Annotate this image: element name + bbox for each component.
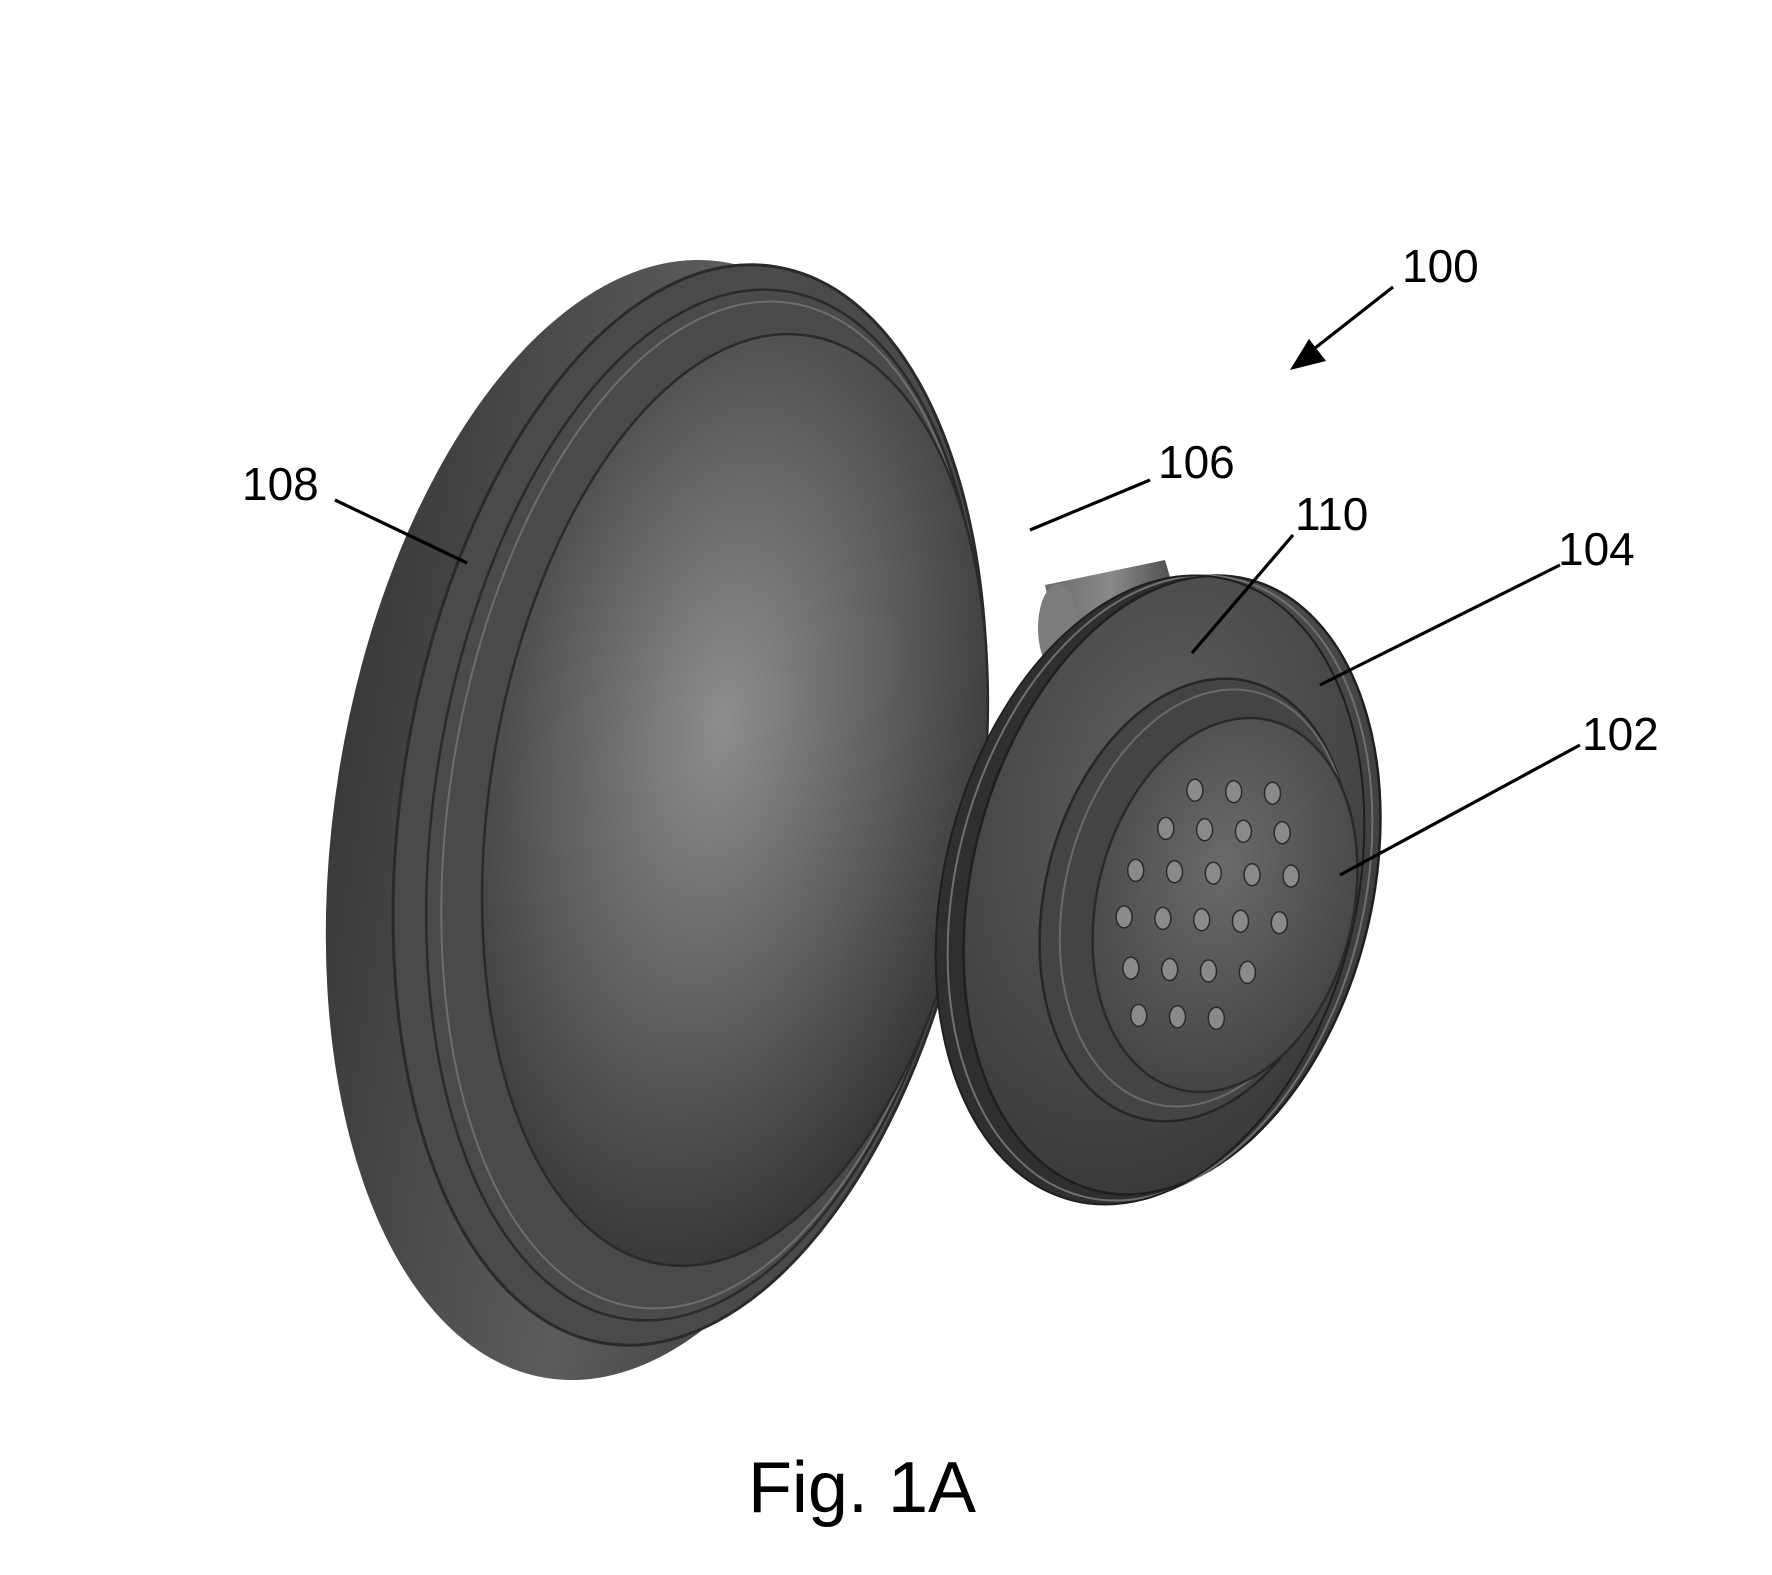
nozzle-hole xyxy=(1165,860,1184,884)
leader-108 xyxy=(334,498,468,565)
label-106: 106 xyxy=(1158,436,1235,488)
nozzle-array xyxy=(1115,778,1300,1031)
reference-labels: 100 106 108 110 104 102 xyxy=(242,240,1659,760)
nozzle-hole xyxy=(1273,820,1291,845)
nozzle-hole xyxy=(1282,864,1300,888)
leader-106 xyxy=(1029,478,1151,532)
leader-100 xyxy=(1309,285,1394,354)
nozzle-hole xyxy=(1263,781,1282,805)
nozzle-hole xyxy=(1199,959,1218,983)
nozzle-hole xyxy=(1192,908,1211,932)
nozzle-hole xyxy=(1126,858,1145,883)
nozzle-hole xyxy=(1224,779,1243,804)
nozzle-hole xyxy=(1122,956,1140,980)
label-100: 100 xyxy=(1402,240,1479,292)
leader-lines xyxy=(334,285,1581,877)
nozzle-hole xyxy=(1238,960,1257,985)
nozzle-hole xyxy=(1204,861,1223,885)
label-104: 104 xyxy=(1558,523,1635,575)
nozzle-hole xyxy=(1115,905,1133,929)
nozzle-hole xyxy=(1168,1005,1187,1029)
nozzle-hole xyxy=(1160,957,1179,982)
nozzle-hole xyxy=(1207,1006,1226,1031)
nozzle-hole xyxy=(1234,819,1253,844)
leader-102 xyxy=(1339,743,1581,877)
label-102: 102 xyxy=(1582,708,1659,760)
nozzle-hole xyxy=(1186,778,1204,803)
figure-caption: Fig. 1A xyxy=(748,1448,976,1528)
nozzle-hole xyxy=(1270,910,1289,935)
nozzle-hole xyxy=(1231,909,1250,933)
nozzle-hole xyxy=(1243,862,1261,887)
arrowhead-100 xyxy=(1290,339,1326,370)
leader-104 xyxy=(1319,563,1561,687)
leader-110 xyxy=(1190,533,1295,655)
nozzle-hole xyxy=(1154,906,1172,931)
nozzle-hole xyxy=(1195,818,1214,842)
label-110: 110 xyxy=(1295,488,1368,540)
nozzle-hole xyxy=(1129,1003,1148,1028)
nozzle-hole xyxy=(1157,816,1175,841)
label-108: 108 xyxy=(242,458,319,510)
